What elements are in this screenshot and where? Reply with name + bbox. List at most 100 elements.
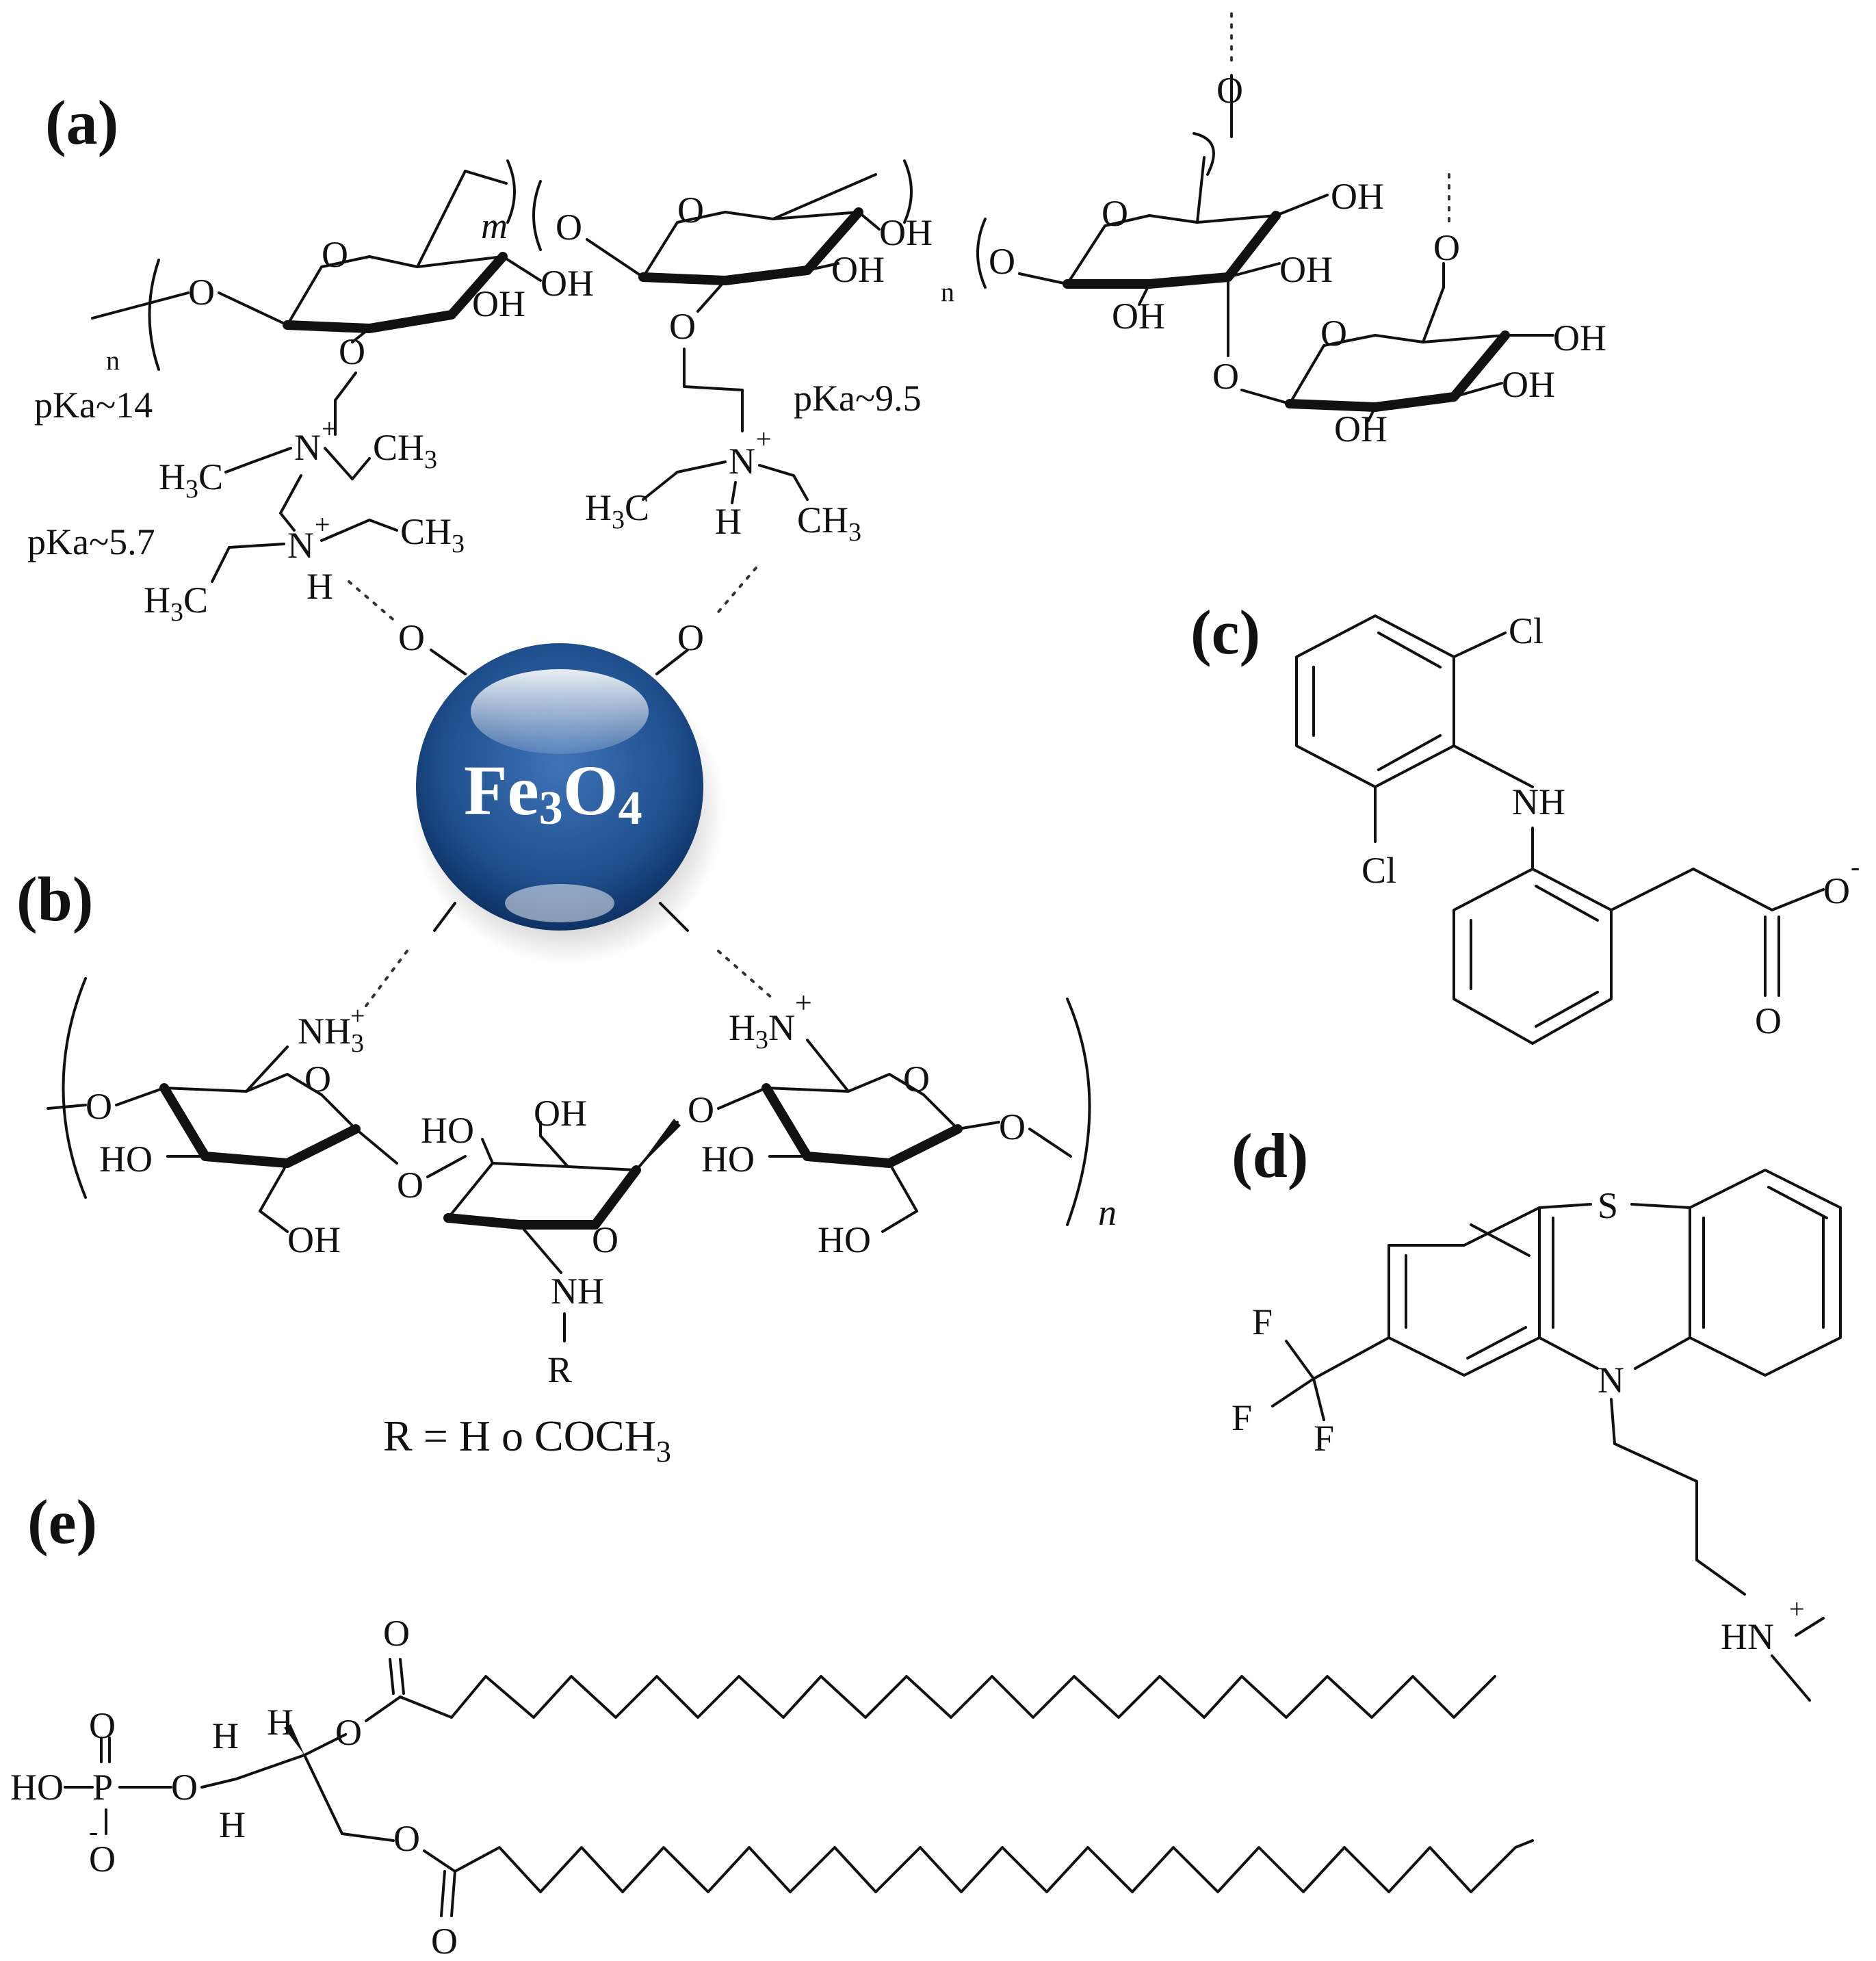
svg-text:NH: NH [551, 1271, 604, 1312]
panel-label-e: (e) [27, 1487, 97, 1557]
svg-text:O: O [1216, 70, 1243, 111]
svg-text:N: N [1598, 1360, 1624, 1401]
surface-oxygen-left: O [398, 617, 425, 658]
fe3o4-nanoparticle: Fe3O4 O O [348, 567, 774, 1007]
svg-text:OH: OH [1334, 408, 1388, 450]
svg-text:HO: HO [701, 1139, 755, 1180]
svg-text:O: O [171, 1767, 198, 1808]
panel-d-phenothiazine: S N F F F HN + [1232, 1169, 1842, 1702]
svg-text:P: P [92, 1767, 113, 1808]
svg-text:O: O [1823, 870, 1850, 911]
panel-label-d: (d) [1232, 1121, 1308, 1191]
surface-oxygen-right: O [677, 617, 704, 658]
svg-text:O: O [86, 1086, 112, 1127]
svg-text:OH: OH [1112, 296, 1165, 337]
panel-label-c: (c) [1190, 597, 1260, 667]
h3c-group-2: H3C [144, 580, 208, 627]
hbond-b-right [717, 950, 774, 1000]
svg-text:O: O [677, 190, 704, 231]
svg-text:-: - [89, 1816, 98, 1847]
svg-text:O: O [335, 1712, 362, 1753]
repeat-n-b: n [1098, 1192, 1117, 1233]
h3c-group-3: H3C [585, 487, 649, 534]
hbond-a-left [348, 580, 398, 624]
svg-text:OH: OH [540, 263, 594, 304]
svg-text:O: O [322, 234, 348, 275]
svg-text:HO: HO [99, 1139, 153, 1180]
ch3-group-1: CH3 [373, 427, 437, 474]
svg-text:HO: HO [421, 1110, 474, 1151]
ch3-group-2: CH3 [400, 511, 465, 558]
panel-e-phospholipid: HO P O O - O H H H O O O O [10, 1613, 1534, 1961]
svg-text:+: + [315, 509, 330, 540]
svg-text:O: O [669, 306, 696, 347]
svg-text:H: H [212, 1715, 239, 1756]
svg-text:O: O [188, 272, 215, 313]
svg-text:O: O [397, 1165, 424, 1206]
svg-text:HO: HO [818, 1219, 871, 1260]
svg-text:N: N [729, 441, 755, 482]
svg-text:OH: OH [831, 249, 885, 290]
panel-a-deae-dextran: n O O m OH OH O N + H3C CH3 N + H H3C [27, 12, 1606, 627]
svg-text:Cl: Cl [1509, 610, 1543, 651]
r-definition: R = H o COCH3 [383, 1412, 671, 1468]
svg-text:OH: OH [472, 283, 525, 324]
svg-text:OH: OH [1331, 176, 1384, 217]
repeat-n-mid: n [941, 276, 954, 307]
h3c-group-1: H3C [159, 456, 223, 504]
nanoparticle-label: Fe3O4 [464, 751, 642, 835]
svg-text:O: O [989, 241, 1015, 282]
svg-text:F: F [1314, 1418, 1334, 1459]
svg-text:O: O [999, 1106, 1026, 1147]
svg-text:F: F [1252, 1301, 1273, 1342]
h3n-plus-right: H3N+ [729, 986, 812, 1054]
svg-text:O: O [393, 1818, 420, 1859]
svg-text:OH: OH [1279, 249, 1333, 290]
svg-text:H: H [267, 1702, 294, 1743]
svg-text:O: O [903, 1059, 930, 1100]
pka-9-5: pKa~9.5 [794, 378, 922, 419]
svg-text:+: + [756, 424, 772, 454]
svg-text:O: O [688, 1089, 714, 1130]
svg-text:N: N [287, 525, 314, 566]
svg-text:O: O [1433, 227, 1460, 268]
svg-text:+: + [1789, 1594, 1805, 1624]
svg-text:H: H [219, 1804, 246, 1845]
svg-text:O: O [1320, 313, 1347, 354]
svg-text:OH: OH [1502, 364, 1555, 405]
panel-c-diclofenac: Cl Cl NH O - O [1295, 610, 1860, 1045]
svg-text:OH: OH [1553, 317, 1606, 359]
panel-b-chitosan: n O O NH3+ HO OH O O HO OH NH R O [47, 977, 1117, 1468]
svg-text:O: O [592, 1219, 618, 1260]
hbond-b-left [365, 950, 408, 1007]
svg-text:O: O [383, 1613, 410, 1654]
svg-text:O: O [89, 1705, 116, 1746]
svg-text:HN: HN [1721, 1616, 1774, 1657]
ch3-group-3: CH3 [797, 499, 861, 547]
panel-label-b: (b) [16, 864, 93, 934]
svg-text:OH: OH [879, 212, 933, 253]
svg-text:NH: NH [1512, 781, 1565, 822]
svg-text:+: + [322, 413, 337, 444]
svg-text:m: m [481, 205, 508, 246]
svg-text:Cl: Cl [1362, 850, 1396, 891]
svg-text:OH: OH [534, 1093, 587, 1134]
hbond-a-right [714, 567, 757, 617]
svg-text:O: O [556, 207, 582, 248]
svg-text:O: O [1102, 193, 1128, 234]
svg-text:-: - [1851, 851, 1860, 882]
svg-text:H: H [307, 566, 333, 607]
svg-text:O: O [89, 1839, 116, 1880]
pka-14: pKa~14 [34, 385, 153, 426]
svg-text:S: S [1598, 1185, 1618, 1226]
svg-text:O: O [431, 1921, 458, 1961]
svg-text:OH: OH [287, 1219, 341, 1260]
repeat-n-left: n [106, 345, 120, 376]
svg-text:O: O [304, 1059, 331, 1100]
pka-5-7: pKa~5.7 [27, 521, 155, 562]
svg-text:H: H [715, 501, 742, 542]
svg-text:O: O [1755, 1000, 1782, 1041]
svg-text:O: O [1212, 356, 1239, 397]
